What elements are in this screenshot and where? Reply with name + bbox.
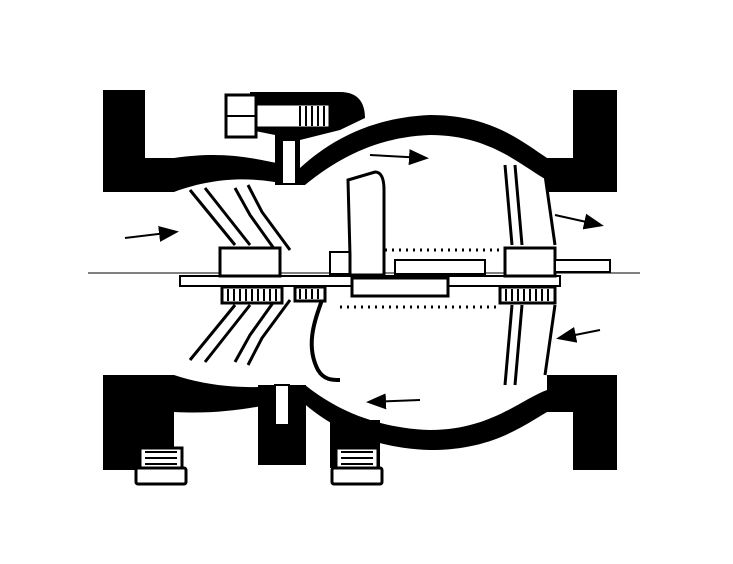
left-flange	[103, 90, 174, 192]
flow-arrow	[554, 213, 604, 230]
left-seat-ring-upper	[188, 184, 292, 251]
right-flange	[547, 90, 617, 192]
left-hub	[218, 246, 282, 278]
right-hub	[503, 246, 557, 278]
flow-arrow	[369, 149, 429, 166]
right-seat-ring	[503, 164, 557, 386]
right-flange-lower	[547, 375, 617, 470]
left-flange-lower	[103, 375, 174, 470]
flow-arrow	[556, 327, 601, 343]
left-seat-ring-lower	[188, 299, 292, 366]
drain-plug-left	[134, 446, 188, 486]
disc-plate	[350, 276, 450, 298]
right-nut	[498, 285, 557, 305]
drain-plug-right	[330, 446, 384, 486]
flow-arrow	[366, 393, 421, 410]
upper-body-wall	[174, 115, 547, 192]
middle-nut	[293, 285, 327, 303]
disc-flapper	[346, 170, 386, 277]
flow-arrow	[124, 225, 179, 242]
left-nut	[220, 285, 284, 305]
hinge-arm	[309, 299, 341, 382]
